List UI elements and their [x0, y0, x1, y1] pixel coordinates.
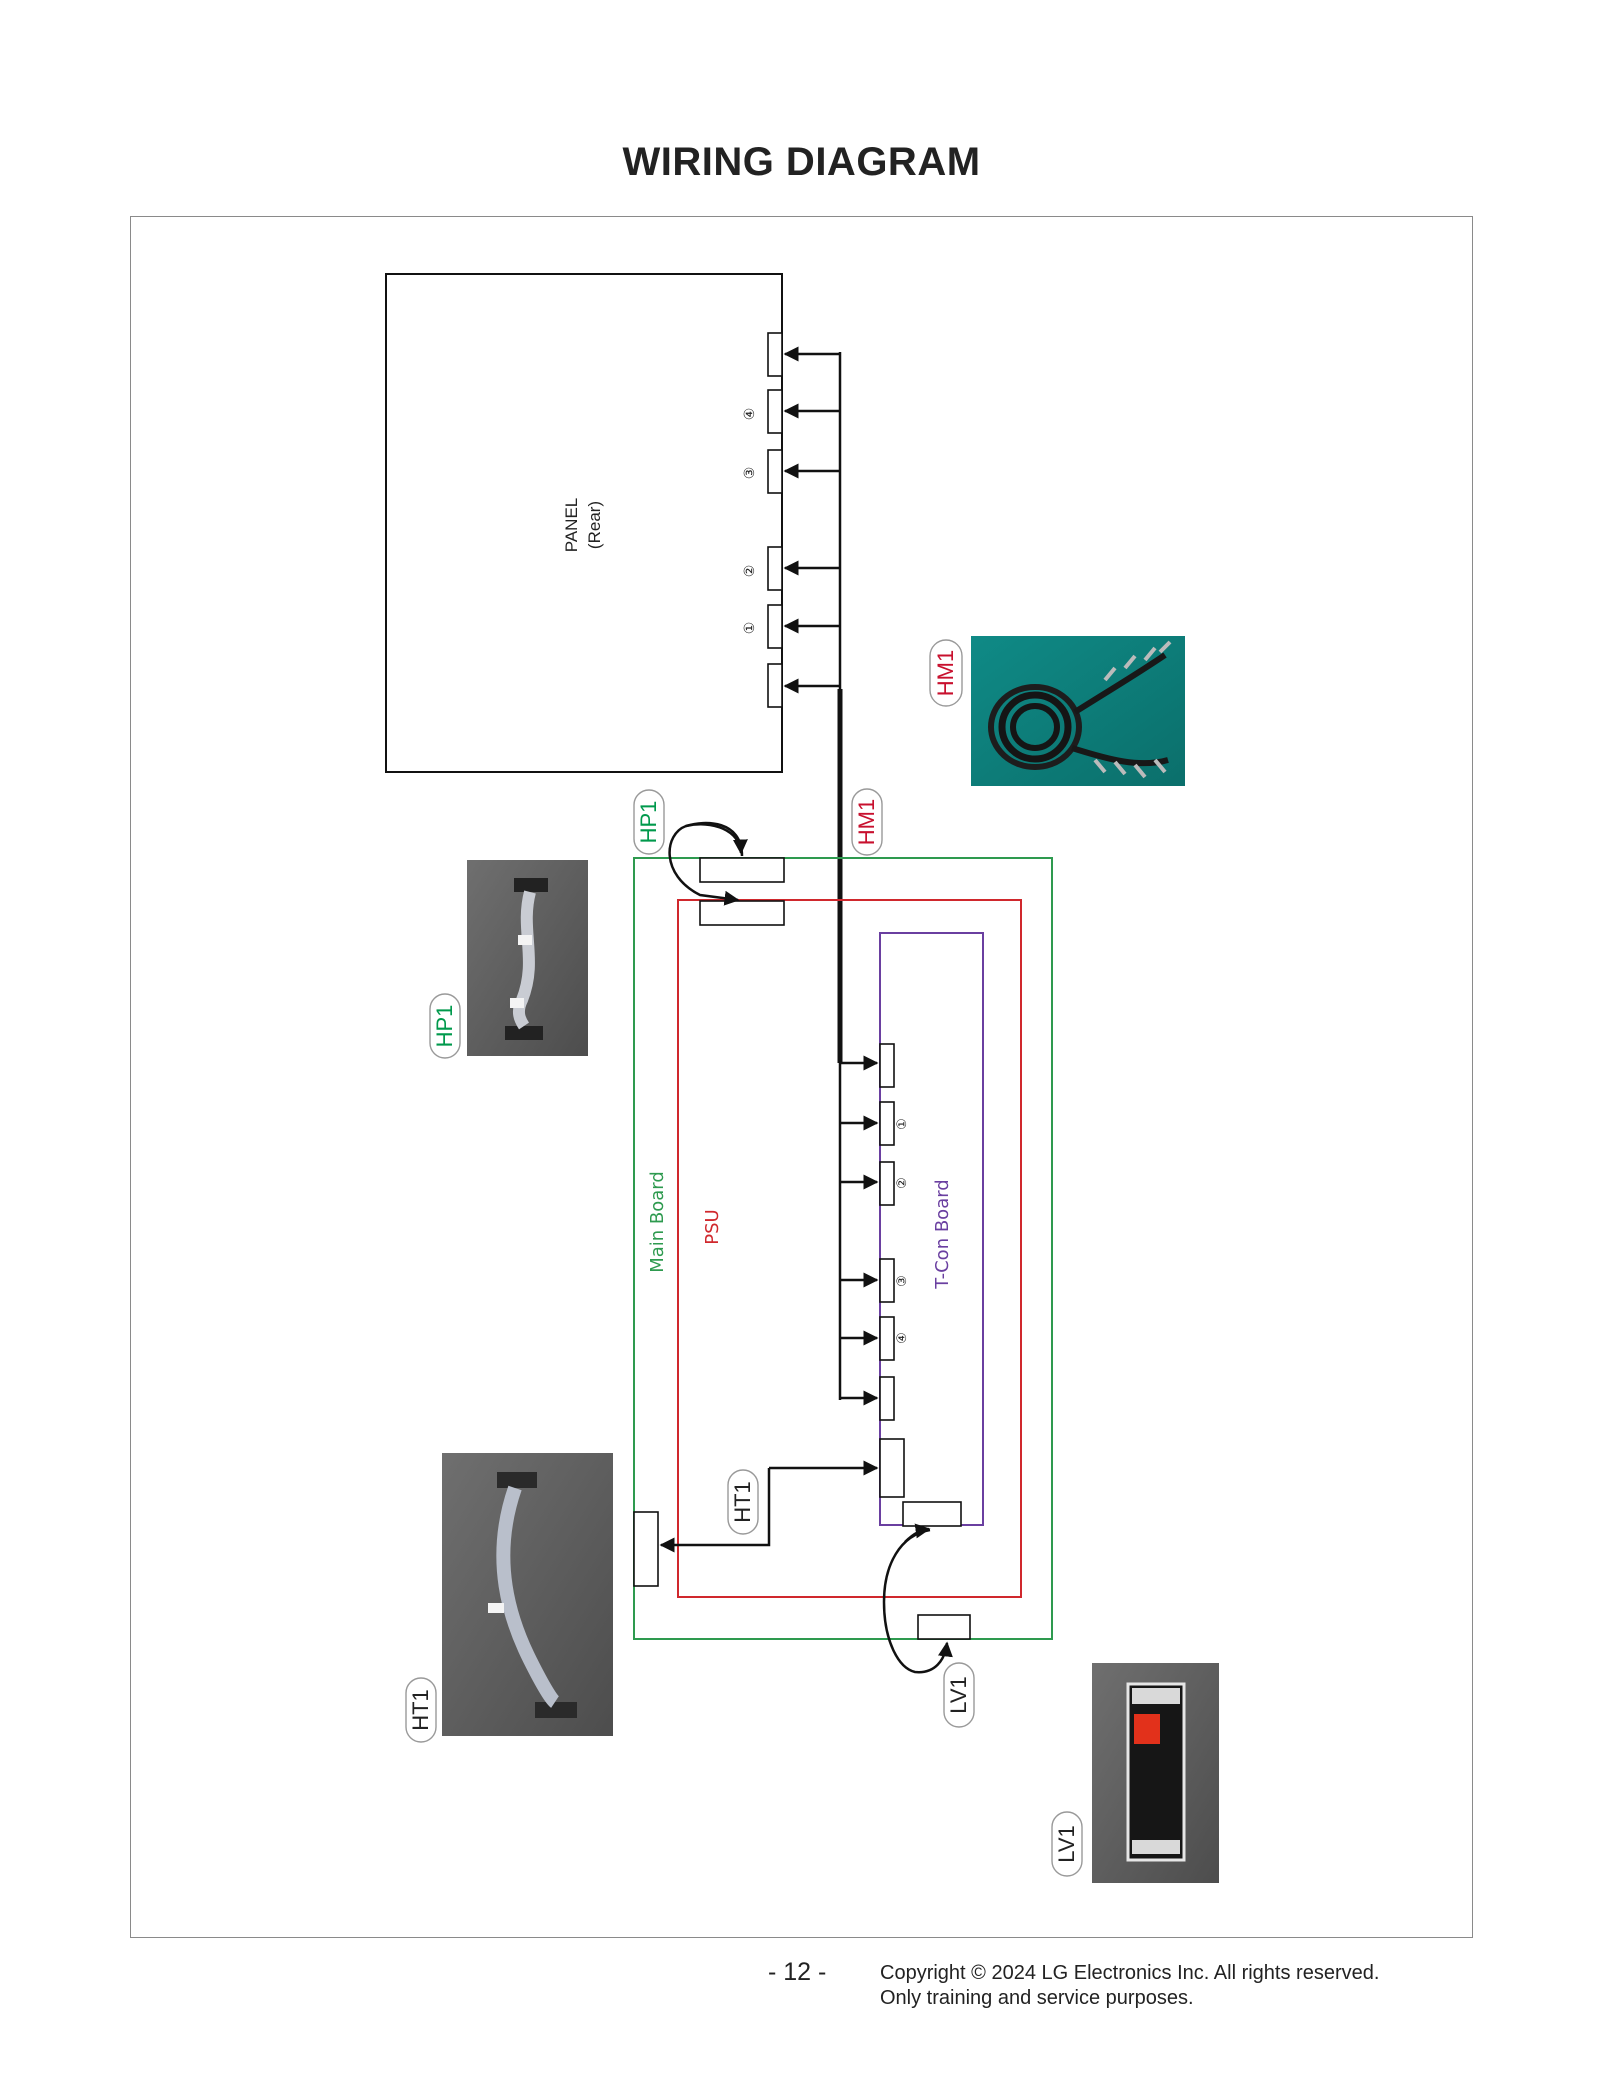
- label-ht1-diagram: HT1: [727, 1469, 759, 1535]
- hp1-cable-arrow: [685, 823, 748, 855]
- tcon-label: T-Con Board: [932, 1179, 953, 1289]
- label-lv1-photo: LV1: [1051, 1811, 1083, 1877]
- hm1-cable-tcon-side: [838, 1055, 879, 1406]
- page-number: - 12 -: [768, 1958, 827, 1986]
- panel-label-rear: (Rear): [585, 501, 604, 549]
- copyright-line-1: Copyright © 2024 LG Electronics Inc. All…: [880, 1962, 1380, 1984]
- tcon-number-1: ①: [894, 1118, 909, 1130]
- photo-ht1-cable: [442, 1453, 613, 1736]
- panel-connectors: ④ ③ ② ①: [741, 332, 783, 708]
- svg-text:HM1: HM1: [933, 650, 958, 696]
- label-ht1-photo: HT1: [405, 1677, 437, 1743]
- panel-connector: [767, 332, 783, 377]
- svg-text:LV1: LV1: [946, 1676, 971, 1714]
- ht1-cable: [659, 1468, 771, 1553]
- tcon-ht1-connector: [879, 1438, 905, 1498]
- tcon-connector-3: [879, 1258, 895, 1303]
- svg-text:LV1: LV1: [1054, 1825, 1079, 1863]
- tcon-connectors: ① ② ③ ④: [879, 1043, 909, 1421]
- tcon-connector-2: [879, 1161, 895, 1206]
- panel-connector-3: [767, 449, 783, 494]
- connector-number-2: ②: [741, 565, 757, 578]
- page-title: WIRING DIAGRAM: [622, 140, 981, 184]
- psu-label: PSU: [702, 1209, 723, 1244]
- copyright-line-2: Only training and service purposes.: [880, 1987, 1194, 2009]
- panel-connector-1: [767, 604, 783, 649]
- tcon-number-3: ③: [894, 1275, 909, 1287]
- panel-connector-2: [767, 546, 783, 591]
- tcon-connector: [879, 1043, 895, 1088]
- main-board: [633, 857, 1053, 1640]
- photo-lv1-cable: [1092, 1663, 1219, 1883]
- connector-number-3: ③: [741, 467, 757, 480]
- label-lv1-diagram: LV1: [943, 1662, 975, 1728]
- tcon-lv1-connector: [902, 1501, 962, 1527]
- svg-text:HT1: HT1: [408, 1689, 433, 1731]
- label-hm1-photo: HM1: [929, 639, 963, 707]
- main-board-ht1-connector: [633, 1511, 659, 1587]
- lv1-cable-arrow: [904, 1523, 931, 1543]
- hp1-cable: [668, 821, 744, 906]
- main-board-label: Main Board: [647, 1171, 668, 1273]
- panel-label: PANEL: [562, 498, 581, 553]
- panel-connector-4: [767, 389, 783, 434]
- tcon-connector: [879, 1376, 895, 1421]
- svg-text:HT1: HT1: [730, 1481, 755, 1523]
- photo-hm1-cable: [971, 636, 1185, 786]
- main-board-lv1-connector: [917, 1614, 971, 1640]
- tcon-connector-4: [879, 1316, 895, 1361]
- label-hm1-diagram: HM1: [851, 788, 883, 856]
- panel-connector: [767, 663, 783, 708]
- psu-board: [677, 899, 1022, 1598]
- panel: PANEL (Rear): [385, 273, 783, 773]
- lv1-cable: [882, 1528, 953, 1674]
- svg-text:HP1: HP1: [432, 1005, 457, 1048]
- psu-hp1-connector: [699, 900, 785, 926]
- copyright-notice: Copyright © 2024 LG Electronics Inc. All…: [880, 1961, 1379, 2011]
- label-hp1-diagram: HP1: [633, 789, 665, 855]
- photo-hp1-cable: [467, 860, 588, 1056]
- connector-number-4: ④: [741, 408, 757, 421]
- tcon-number-2: ②: [894, 1177, 909, 1189]
- hm1-cable-panel-side: [783, 346, 842, 694]
- connector-number-1: ①: [741, 622, 757, 635]
- svg-text:HM1: HM1: [854, 799, 879, 845]
- tcon-connector-1: [879, 1101, 895, 1146]
- main-board-hp1-connector: [699, 857, 785, 883]
- svg-text:HP1: HP1: [636, 801, 661, 844]
- label-hp1-photo: HP1: [429, 993, 461, 1059]
- diagram-frame: [130, 216, 1473, 1938]
- tcon-number-4: ④: [894, 1332, 909, 1344]
